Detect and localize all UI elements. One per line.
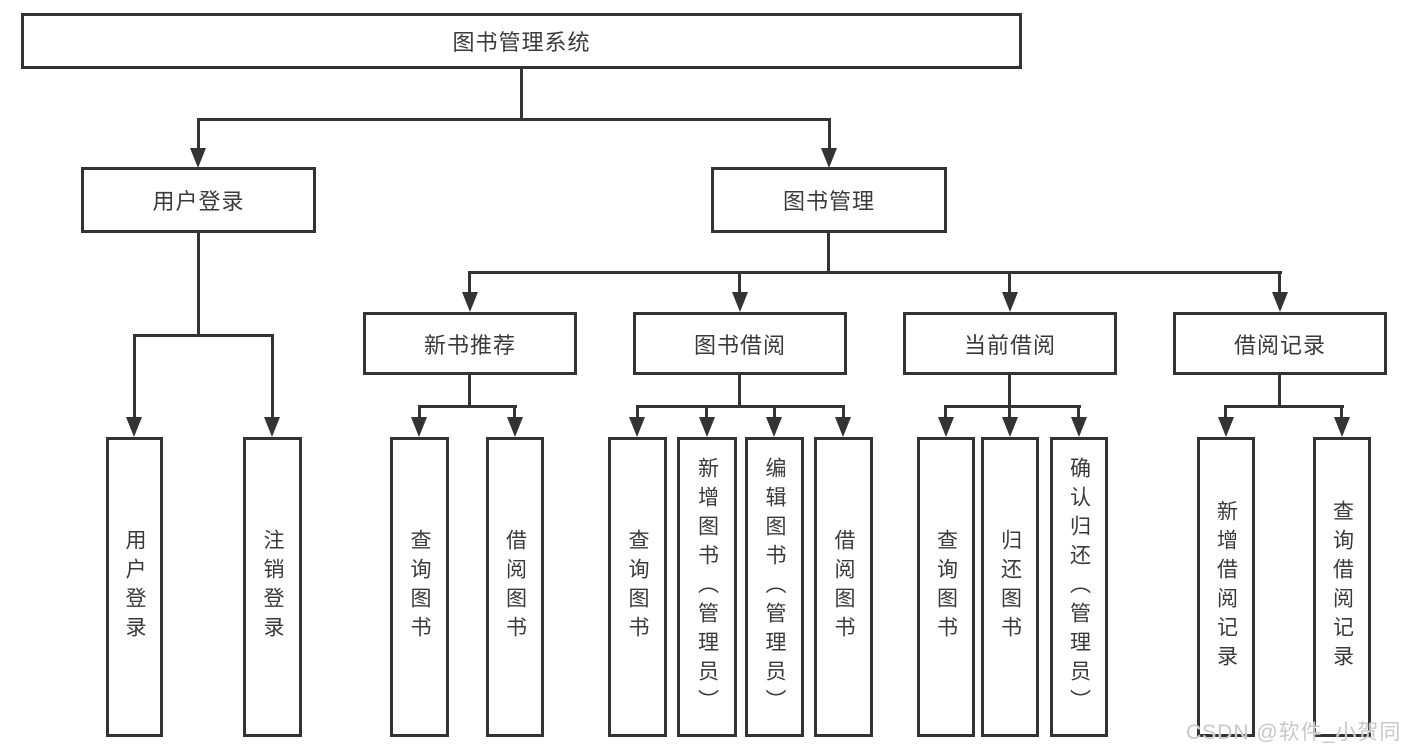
csdn-watermark: CSDN @软件_小贺同学 — [1186, 721, 1402, 744]
arrow-down-icon — [1002, 292, 1018, 312]
leaf-label: 查询图书 — [626, 529, 649, 645]
connector-hline — [133, 334, 274, 337]
connector-vline — [1224, 405, 1227, 419]
arrow-down-icon — [1071, 417, 1087, 437]
arrow-down-icon — [835, 417, 851, 437]
connector-vline — [513, 405, 516, 419]
leaf-cb-return-books: 归还图书 — [981, 437, 1039, 737]
node-library-management-system: 图书管理系统 — [21, 13, 1022, 69]
node-user-login: 用户登录 — [81, 167, 316, 233]
connector-vline — [133, 334, 136, 419]
connector-vline — [705, 405, 708, 419]
leaf-label: 注销登录 — [261, 529, 284, 645]
connector-vline — [468, 375, 471, 408]
arrow-down-icon — [732, 292, 748, 312]
connector-hline — [418, 405, 517, 408]
leaf-label: 新增图书（管理员） — [695, 456, 719, 718]
leaf-label: 查询图书 — [408, 529, 431, 645]
connector-vline — [738, 375, 741, 408]
leaf-label: 查询借阅记录 — [1330, 500, 1354, 674]
connector-vline — [1008, 375, 1011, 408]
node-current-borrowing: 当前借阅 — [903, 312, 1117, 375]
connector-vline — [418, 405, 421, 419]
leaf-label: 借阅图书 — [832, 529, 855, 645]
leaf-bb-borrow-books: 借阅图书 — [814, 437, 873, 737]
node-label: 当前借阅 — [963, 332, 1056, 358]
node-label: 借阅记录 — [1233, 332, 1326, 358]
leaf-label: 借阅图书 — [503, 529, 527, 645]
connector-vline — [197, 118, 200, 150]
arrow-down-icon — [1218, 417, 1234, 437]
leaf-br-query-borrow-record: 查询借阅记录 — [1313, 437, 1371, 737]
arrow-down-icon — [264, 417, 280, 437]
leaf-br-add-borrow-record: 新增借阅记录 — [1197, 437, 1255, 737]
node-borrowing-records: 借阅记录 — [1173, 312, 1387, 375]
arrow-down-icon — [411, 417, 427, 437]
node-label: 新书推荐 — [423, 332, 516, 358]
connector-hline — [469, 271, 1282, 274]
connector-hline — [636, 405, 845, 408]
node-label: 图书管理 — [782, 189, 875, 214]
connector-vline — [738, 271, 741, 294]
connector-vline — [636, 405, 639, 419]
leaf-label: 确认归还（管理员） — [1067, 456, 1091, 718]
connector-vline — [773, 405, 776, 419]
leaf-cb-query-books: 查询图书 — [917, 437, 975, 737]
connector-vline — [1008, 405, 1011, 419]
leaf-nbr-query-books: 查询图书 — [390, 437, 449, 737]
connector-vline — [468, 271, 471, 294]
connector-vline — [842, 405, 845, 419]
node-new-book-recommendation: 新书推荐 — [363, 312, 577, 375]
connector-vline — [1278, 375, 1281, 408]
arrow-down-icon — [126, 417, 142, 437]
arrow-down-icon — [507, 417, 523, 437]
connector-hline — [944, 405, 1081, 408]
arrow-down-icon — [1002, 417, 1018, 437]
leaf-user-login: 用户登录 — [106, 437, 163, 737]
connector-vline — [271, 334, 274, 419]
leaf-nbr-borrow-books: 借阅图书 — [486, 437, 544, 737]
leaf-cb-confirm-return-admin: 确认归还（管理员） — [1050, 437, 1108, 737]
leaf-bb-edit-books-admin: 编辑图书（管理员） — [745, 437, 804, 737]
arrow-down-icon — [462, 292, 478, 312]
leaf-bb-add-books-admin: 新增图书（管理员） — [677, 437, 737, 737]
connector-hline — [1224, 405, 1344, 408]
connector-vline — [1077, 405, 1080, 419]
node-book-management: 图书管理 — [711, 167, 947, 233]
leaf-label: 归还图书 — [998, 529, 1022, 645]
arrow-down-icon — [190, 148, 206, 168]
arrow-down-icon — [766, 417, 782, 437]
node-label: 用户登录 — [152, 189, 245, 214]
connector-vline — [197, 233, 200, 337]
arrow-down-icon — [629, 417, 645, 437]
leaf-label: 用户登录 — [123, 529, 146, 645]
connector-vline — [520, 69, 523, 120]
arrow-down-icon — [699, 417, 715, 437]
node-label: 图书管理系统 — [452, 30, 591, 55]
connector-hline — [197, 118, 831, 121]
leaf-bb-query-books: 查询图书 — [608, 437, 667, 737]
leaf-label: 查询图书 — [934, 529, 958, 645]
connector-vline — [828, 118, 831, 150]
connector-vline — [1278, 271, 1281, 294]
connector-vline — [827, 233, 830, 274]
leaf-logout-login: 注销登录 — [243, 437, 302, 737]
arrow-down-icon — [938, 417, 954, 437]
node-label: 图书借阅 — [693, 332, 786, 358]
connector-vline — [944, 405, 947, 419]
connector-vline — [1008, 271, 1011, 294]
leaf-label: 编辑图书（管理员） — [763, 456, 786, 718]
connector-vline — [1340, 405, 1343, 419]
node-book-borrowing: 图书借阅 — [633, 312, 847, 375]
arrow-down-icon — [1334, 417, 1350, 437]
arrow-down-icon — [821, 148, 837, 168]
leaf-label: 新增借阅记录 — [1214, 500, 1238, 674]
arrow-down-icon — [1272, 292, 1288, 312]
